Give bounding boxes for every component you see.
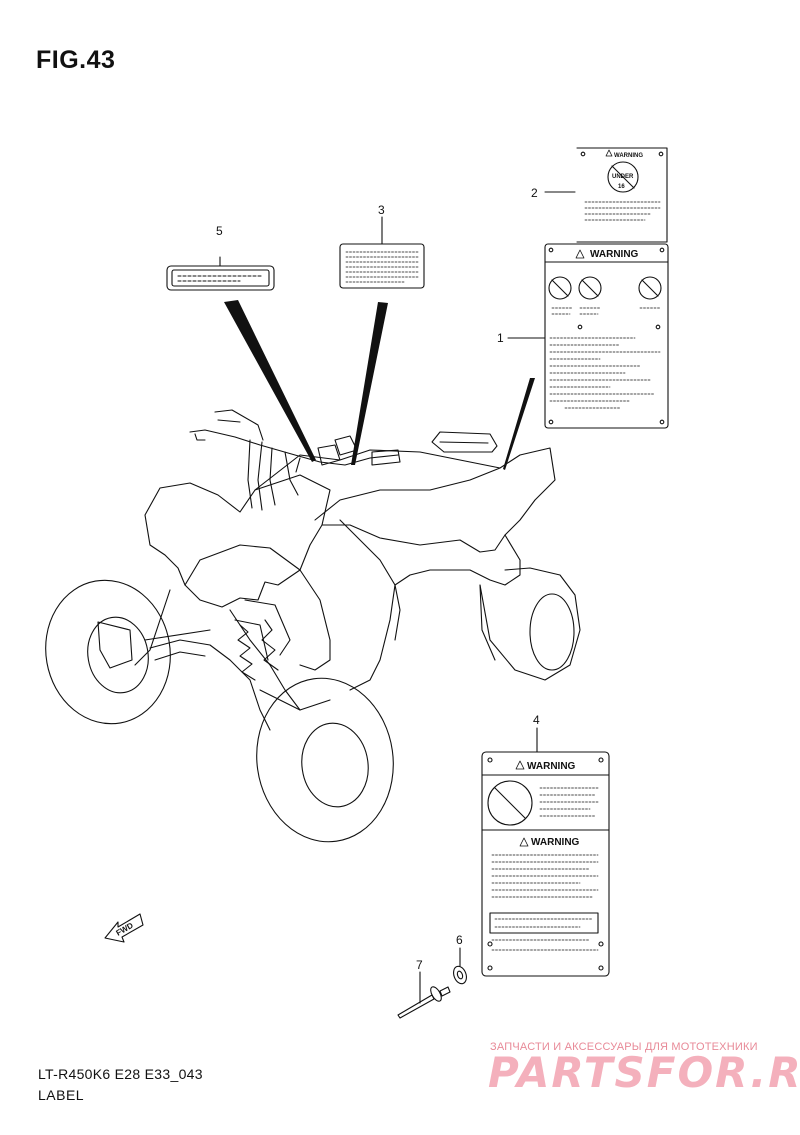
washer-part-6 xyxy=(453,947,467,985)
rivet-part-7 xyxy=(397,971,451,1019)
callout-4: 4 xyxy=(533,713,540,727)
callout-7: 7 xyxy=(416,958,423,972)
section-label: LABEL xyxy=(38,1087,85,1103)
label-1-warning-text: WARNING xyxy=(590,249,639,260)
label-4-warning-bottom: WARNING xyxy=(531,837,580,848)
callout-2: 2 xyxy=(531,186,538,200)
callout-3: 3 xyxy=(378,203,385,217)
label-2-badge-top: UNDER xyxy=(612,174,634,180)
model-code: LT-R450K6 E28 E33_043 xyxy=(38,1066,203,1082)
atv-illustration xyxy=(45,409,581,843)
label-5-decal xyxy=(166,256,275,291)
label-1-decal xyxy=(507,243,669,429)
label-2-warning-text: WARNING xyxy=(614,153,643,159)
label-2-badge-num: 16 xyxy=(618,184,625,190)
callout-6: 6 xyxy=(456,933,463,947)
label-2-decal xyxy=(544,147,668,243)
label-4-warning-top: WARNING xyxy=(527,761,576,772)
label-4-decal xyxy=(481,727,610,977)
callout-5: 5 xyxy=(216,224,223,238)
label-3-decal xyxy=(339,216,425,289)
figure-title: FIG.43 xyxy=(36,46,116,74)
leader-lines xyxy=(224,300,535,470)
callout-1: 1 xyxy=(497,331,504,345)
watermark-logo: PARTSFOR.RU xyxy=(488,1048,800,1097)
watermark-subtitle: ЗАПЧАСТИ И АКСЕССУАРЫ ДЛЯ МОТОТЕХНИКИ xyxy=(490,1041,758,1053)
forward-direction-arrow xyxy=(104,913,144,943)
